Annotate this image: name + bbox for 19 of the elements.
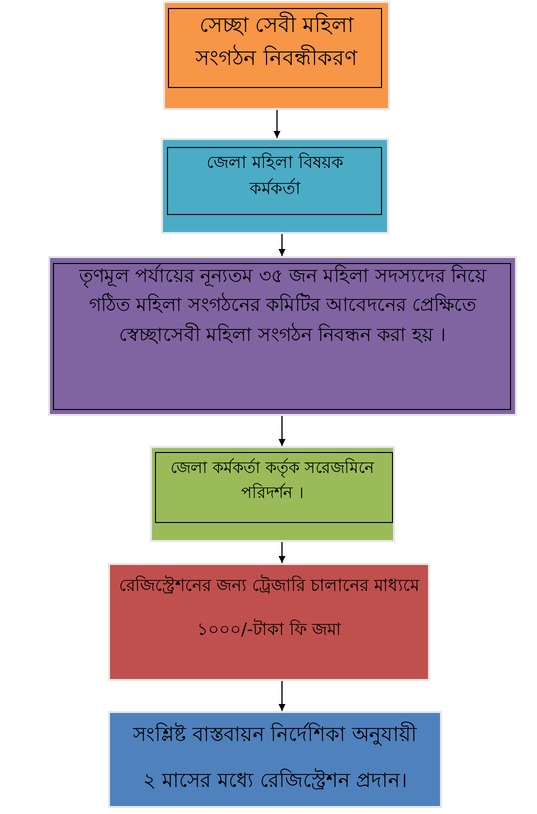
box-text: জেলা মহিলা বিষয়ক কর্মকর্তা (206, 152, 345, 202)
box-text: জেলা কর্মকর্তা কর্তৃক সরেজমিনে পরিদর্শন । (169, 457, 376, 504)
box-text: ১০০০/-টাকা ফি জমা (196, 618, 342, 642)
arrow (278, 416, 286, 446)
process-box (50, 258, 515, 414)
process-box (163, 140, 387, 232)
box-text: সংশ্লিষ্ট বাস্তবায়ন নির্দেশিকা অনুযায়ী (132, 720, 418, 748)
arrow (274, 110, 280, 138)
arrow (278, 681, 286, 711)
process-box (152, 448, 393, 540)
arrow (278, 542, 286, 563)
box-text: সেচ্ছা সেবী মহিলা সংগঠন নিবন্ধীকরণ (194, 10, 358, 72)
process-box (110, 713, 440, 806)
box-text: রেজিস্ট্রেশনের জন্য ট্রেজারি চালানের মাধ্যমে (118, 574, 421, 598)
box-text: ২ মাসের মধ্যে রেজিস্ট্রেশন প্রদান। (142, 767, 408, 794)
arrow (278, 234, 286, 256)
process-box (110, 565, 428, 679)
box-text: তৃণমূল পর্যায়ের নূন্যতম ৩৫ জন মহিলা সদস্যদের নিয়ে গঠিত মহিলা সংগঠনের কমিটির আবেদনের প্রেক্ষিতে স্বেচ্ছাসেবী মহিলা সংগঠন নিবন্ধন করা হয় । (78, 263, 488, 348)
process-box (165, 3, 388, 108)
